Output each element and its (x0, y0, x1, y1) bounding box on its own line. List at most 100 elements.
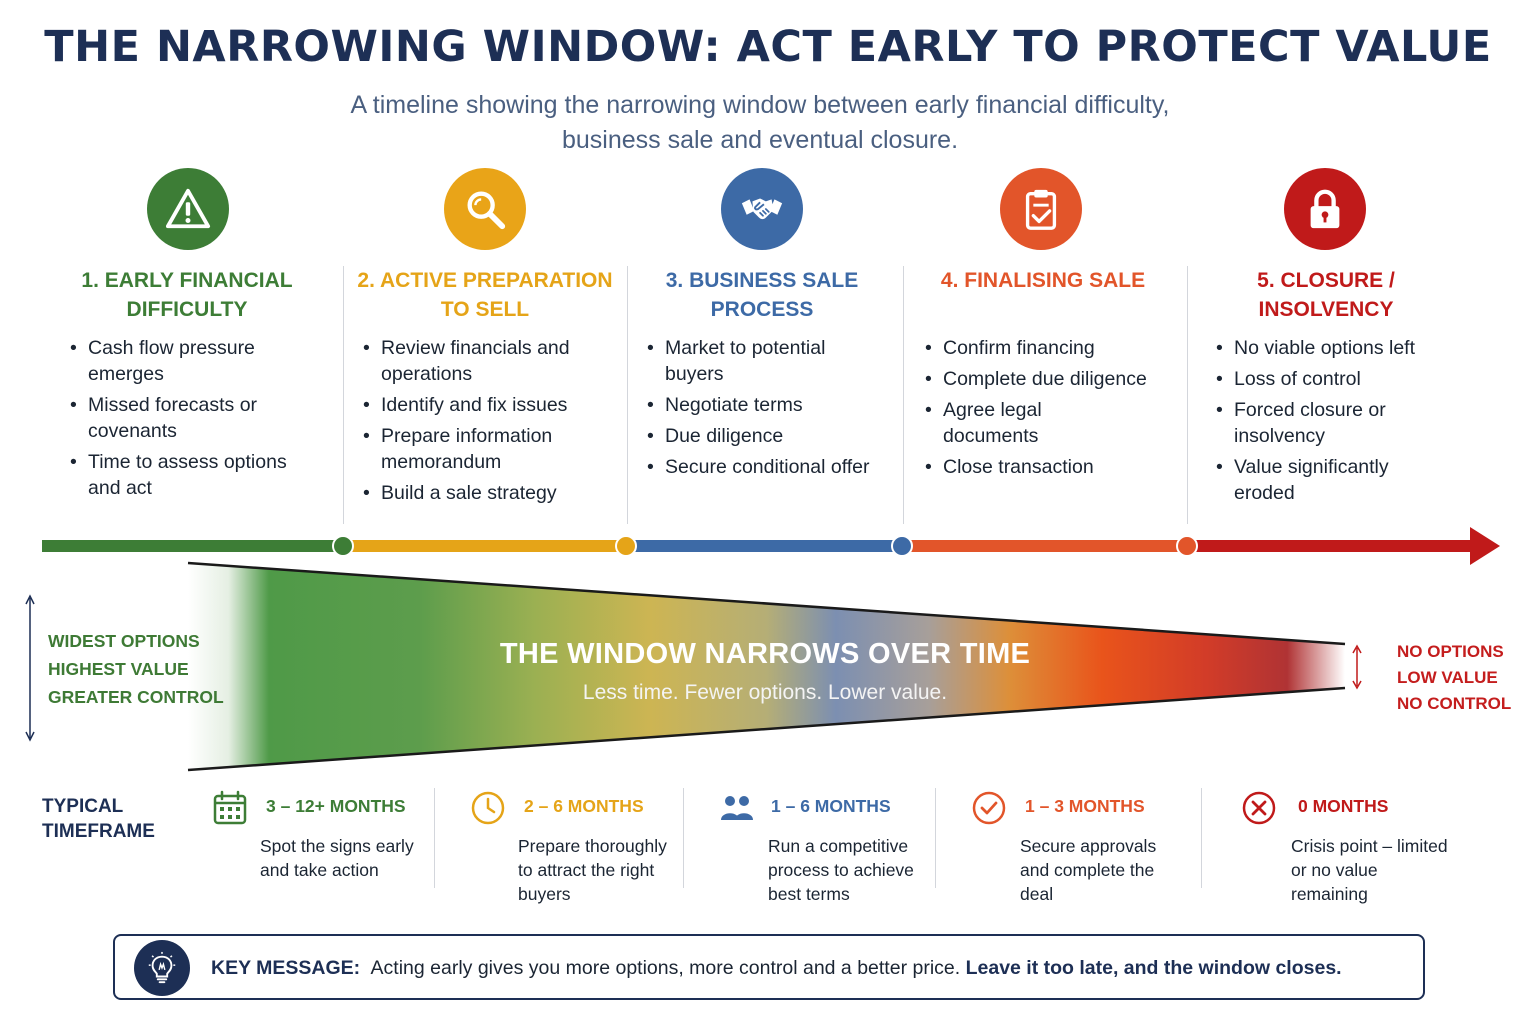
x-circle-icon (1242, 791, 1276, 825)
desc-line: best terms (768, 884, 850, 904)
timeframe-4-icon (971, 790, 1007, 826)
list-item: Negotiate terms (647, 392, 887, 418)
list-item: No viable options left (1216, 335, 1456, 361)
list-item: Cash flow pressure emerges (70, 335, 310, 387)
desc-line: Spot the signs early (260, 836, 414, 856)
desc-line: Prepare thoroughly (518, 836, 667, 856)
handshake-icon (741, 198, 783, 220)
stage-3-title: 3. BUSINESS SALE PROCESS (627, 266, 897, 324)
timeframe-5-description: Crisis point – limited or no value remai… (1291, 834, 1448, 906)
key-message-emphasis: Leave it too late, and the window closes… (965, 957, 1342, 979)
list-item: Complete due diligence (925, 366, 1175, 392)
warning-icon (165, 188, 211, 229)
check-circle-icon (972, 791, 1006, 825)
stage-1-title-line-2: DIFFICULTY (126, 298, 248, 321)
list-item: Value significantly eroded (1216, 454, 1416, 506)
timeframe-2-icon (470, 790, 506, 826)
timeline-segment-2 (344, 540, 627, 552)
desc-line: Secure approvals (1020, 836, 1157, 856)
timeline-node-3 (891, 535, 913, 557)
stage-4-list: Confirm financing Complete due diligence… (925, 335, 1175, 485)
subtitle-line-2: business sale and eventual closure. (561, 126, 959, 154)
stage-2-title-line-1: 2. ACTIVE PREPARATION (357, 269, 613, 292)
funnel-heading: THE WINDOW NARROWS OVER TIME (499, 638, 1031, 670)
timeframe-divider (434, 788, 435, 888)
stage-2-list: Review financials and operations Identif… (363, 335, 608, 511)
list-item: Forced closure or insolvency (1216, 397, 1416, 449)
lightbulb-icon (148, 951, 176, 984)
timeframe-divider (935, 788, 936, 888)
page-title: THE NARROWING WINDOW: ACT EARLY TO PROTE… (44, 22, 1492, 72)
desc-line: or no value (1291, 860, 1378, 880)
desc-line: Crisis point – limited (1291, 836, 1448, 856)
left-notes: WIDEST OPTIONS HIGHEST VALUE GREATER CON… (48, 627, 224, 711)
stage-divider (627, 266, 628, 524)
timeline-segment-1 (42, 540, 344, 552)
narrowing-window-funnel (25, 561, 1362, 772)
key-message-box (113, 934, 1425, 1000)
stage-1-title-line-1: 1. EARLY FINANCIAL (81, 269, 293, 292)
people-icon (721, 796, 753, 820)
stage-1-list: Cash flow pressure emerges Missed foreca… (70, 335, 310, 506)
timeframe-1-period: 3 – 12+ MONTHS (266, 796, 406, 816)
timeline-node-1 (332, 535, 354, 557)
stage-1-title: 1. EARLY FINANCIAL DIFFICULTY (52, 266, 322, 324)
list-item: Close transaction (925, 454, 1175, 480)
desc-line: remaining (1291, 884, 1368, 904)
list-item: Due diligence (647, 423, 887, 449)
list-item: Secure conditional offer (647, 454, 887, 480)
right-note-3: NO CONTROL (1397, 694, 1512, 713)
timeframe-4-period: 1 – 3 MONTHS (1025, 796, 1145, 816)
stage-5-list: No viable options left Loss of control F… (1216, 335, 1456, 511)
timeline-segment-5 (1187, 540, 1477, 552)
calendar-icon (213, 790, 247, 825)
timeframe-3-period: 1 – 6 MONTHS (771, 796, 891, 816)
list-item: Build a sale strategy (363, 480, 608, 506)
desc-line: process to achieve (768, 860, 914, 880)
timeframe-4-description: Secure approvals and complete the deal (1020, 834, 1156, 906)
stage-2-title-line-2: TO SELL (440, 298, 530, 321)
stage-2-icon-badge (444, 168, 526, 250)
timeframe-divider (1201, 788, 1202, 888)
stage-3-icon-badge (721, 168, 803, 250)
desc-line: Run a competitive (768, 836, 909, 856)
timeline-segment-3 (627, 540, 903, 552)
timeframe-divider (683, 788, 684, 888)
stage-4-icon-badge (1000, 168, 1082, 250)
timeframe-label-line-1: TYPICAL (42, 796, 124, 817)
desc-line: and take action (260, 860, 379, 880)
right-note-2: LOW VALUE (1397, 668, 1498, 687)
padlock-icon (1310, 189, 1340, 229)
timeframe-5-period: 0 MONTHS (1298, 796, 1389, 816)
key-message-label: KEY MESSAGE: (211, 957, 361, 979)
stage-3-title-line-1: 3. BUSINESS SALE (665, 269, 859, 292)
timeframe-2-period: 2 – 6 MONTHS (524, 796, 644, 816)
list-item: Market to potential buyers (647, 335, 887, 387)
list-item: Identify and fix issues (363, 392, 608, 418)
right-note-1: NO OPTIONS (1397, 642, 1504, 661)
list-item: Agree legal documents (925, 397, 1085, 449)
list-item: Missed forecasts or covenants (70, 392, 310, 444)
right-notes: NO OPTIONS LOW VALUE NO CONTROL (1397, 639, 1511, 717)
stage-5-title: 5. CLOSURE / INSOLVENCY (1191, 266, 1461, 324)
stage-3-list: Market to potential buyers Negotiate ter… (647, 335, 887, 485)
timeframe-3-icon (719, 790, 755, 826)
left-note-3: GREATER CONTROL (48, 687, 224, 707)
stage-2-title: 2. ACTIVE PREPARATION TO SELL (350, 266, 620, 324)
timeline-node-2 (615, 535, 637, 557)
timeframe-3-description: Run a competitive process to achieve bes… (768, 834, 914, 906)
desc-line: to attract the right (518, 860, 655, 880)
desc-line: buyers (518, 884, 571, 904)
stage-3-title-line-2: PROCESS (710, 298, 814, 321)
stage-5-icon-badge (1284, 168, 1366, 250)
left-note-1: WIDEST OPTIONS (48, 631, 200, 651)
stage-divider (1187, 266, 1188, 524)
list-item: Time to assess options and act (70, 449, 310, 501)
list-item: Confirm financing (925, 335, 1175, 361)
page-subtitle: A timeline showing the narrowing window … (300, 88, 1220, 158)
desc-line: and complete the (1020, 860, 1155, 880)
list-item: Prepare information memorandum (363, 423, 608, 475)
clock-icon (471, 791, 505, 825)
stage-1-icon-badge (147, 168, 229, 250)
list-item: Review financials and operations (363, 335, 608, 387)
